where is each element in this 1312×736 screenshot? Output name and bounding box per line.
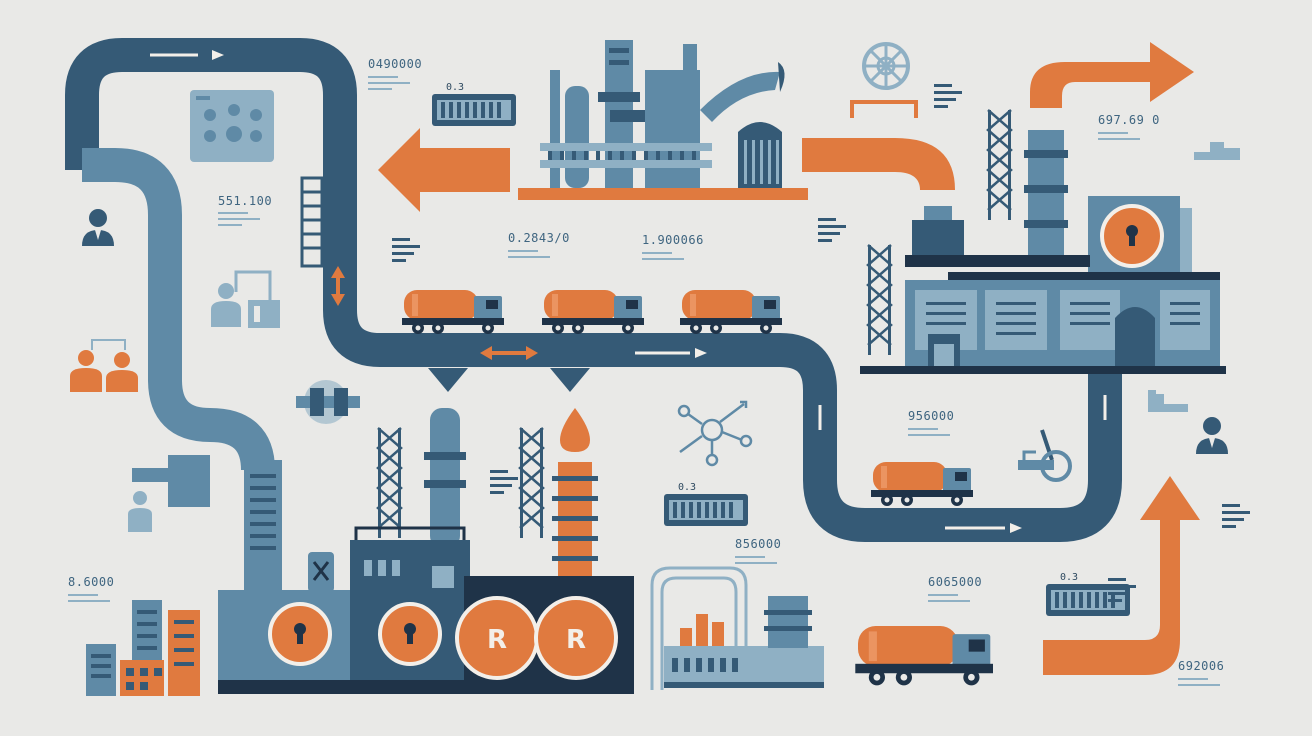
pipe-valve-icon (296, 380, 360, 424)
readout: 692006 (1178, 659, 1224, 673)
left-arrow-icon (378, 128, 510, 212)
readouts: 0490000 551.100 0.2843/0 1.900066 697.69… (68, 57, 1224, 686)
city-blocks (86, 600, 200, 696)
stairs-icon (1148, 390, 1188, 412)
curved-arrow-icon (802, 138, 955, 190)
processing-unit (650, 566, 824, 690)
container-icon (664, 494, 748, 526)
stairs-icon (1194, 142, 1240, 160)
top-refinery (518, 40, 808, 200)
readout: 856000 (735, 537, 781, 551)
bottom-plant: R R (218, 408, 634, 694)
readout: 697.69 0 (1098, 113, 1160, 127)
readout: 1.900066 (642, 233, 704, 247)
readout: 6065000 (928, 575, 982, 589)
crate-tag: 0.3 (1060, 572, 1078, 583)
readout: 956000 (908, 409, 954, 423)
oil-drop-icon (560, 408, 590, 452)
tank-letter: R (487, 625, 507, 655)
worker-at-machine-icon (211, 270, 280, 328)
gear-wheel-icon (850, 42, 918, 118)
up-right-arrow-icon (1030, 42, 1194, 108)
crate-tag: 0.3 (446, 82, 464, 93)
worker-icon (128, 455, 210, 532)
flow-arrows (378, 42, 1200, 675)
container-icon (432, 94, 516, 126)
readout: 0490000 (368, 57, 422, 71)
readout: 0.2843/0 (508, 231, 570, 245)
up-arrow-icon (1043, 476, 1200, 675)
roads (65, 38, 1122, 542)
chart-panel-icon (190, 90, 274, 162)
machinery-icon (1018, 429, 1072, 482)
right-factory (860, 108, 1226, 374)
team-icon (70, 339, 138, 392)
readout: 8.6000 (68, 575, 114, 589)
tank-letter: R (566, 625, 586, 655)
network-node-icon (677, 400, 753, 467)
readout: 551.100 (218, 194, 272, 208)
crate-tag: 0.3 (678, 482, 696, 493)
